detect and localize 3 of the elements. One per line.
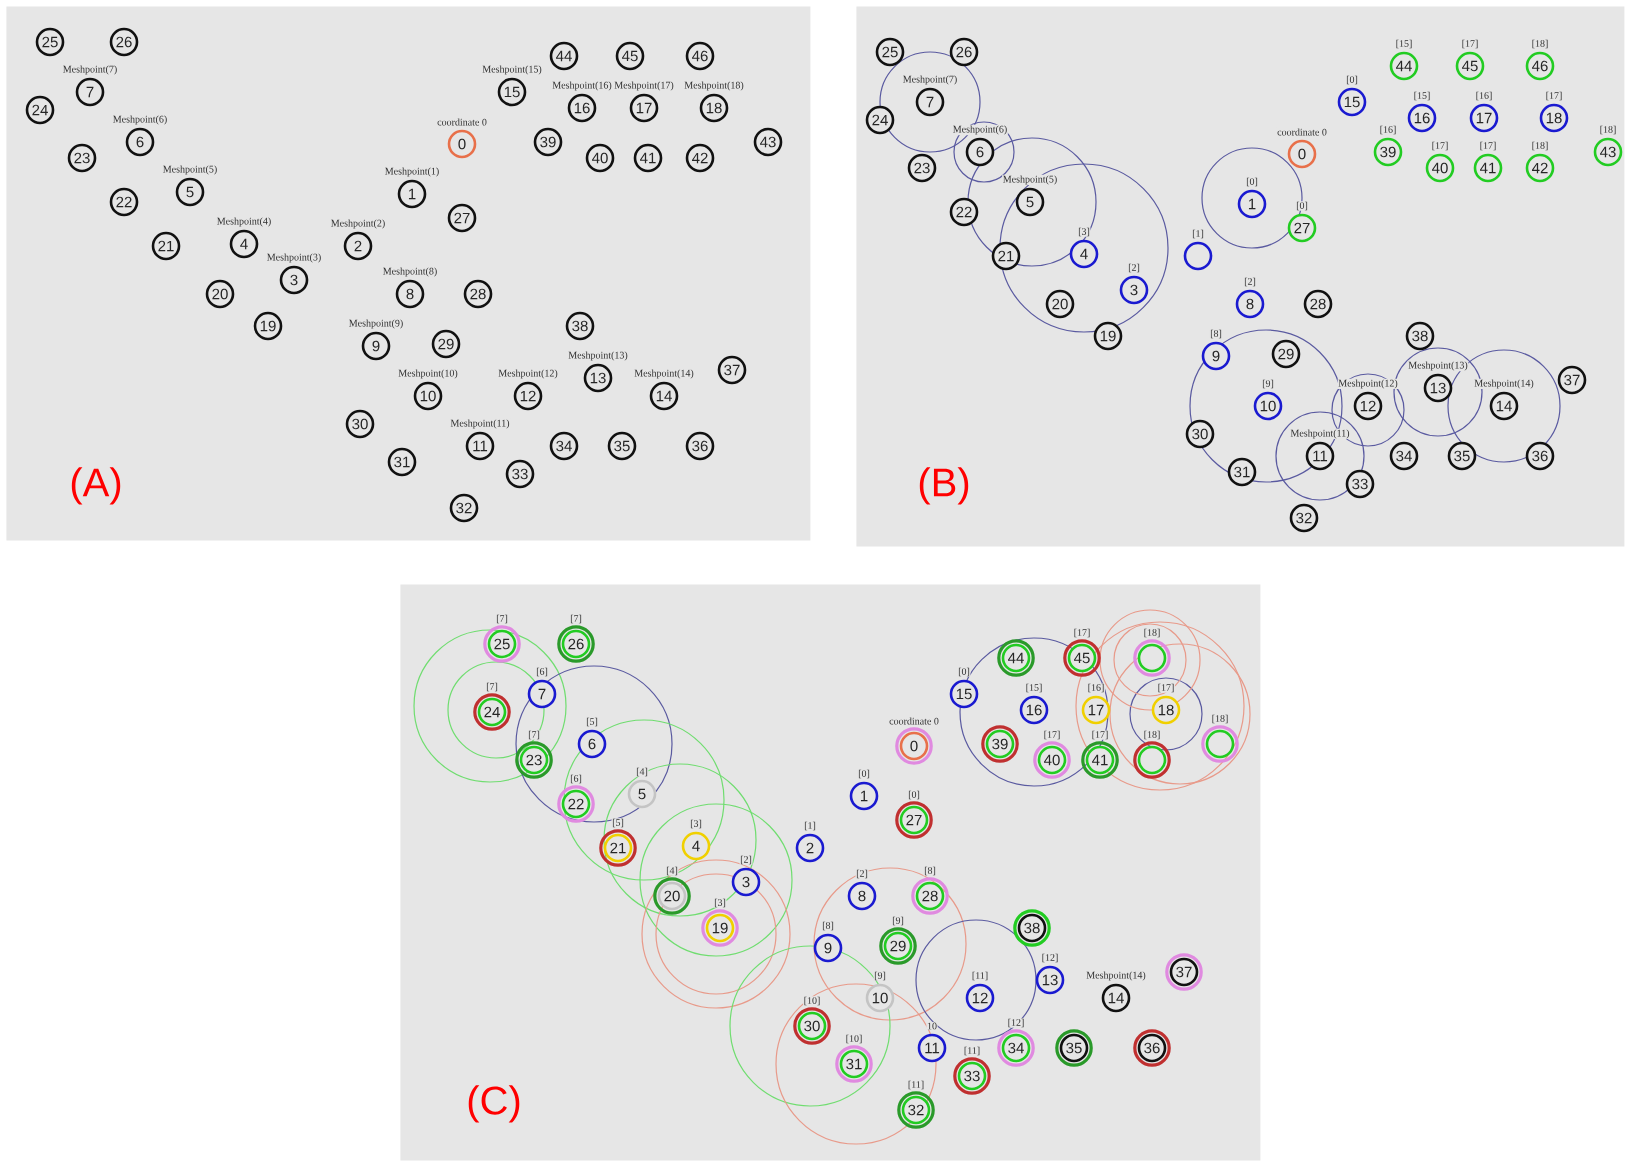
panel-label: (A) (71, 467, 121, 505)
panel-label: (C) (468, 1085, 520, 1123)
panel-label: (B) (919, 467, 969, 505)
